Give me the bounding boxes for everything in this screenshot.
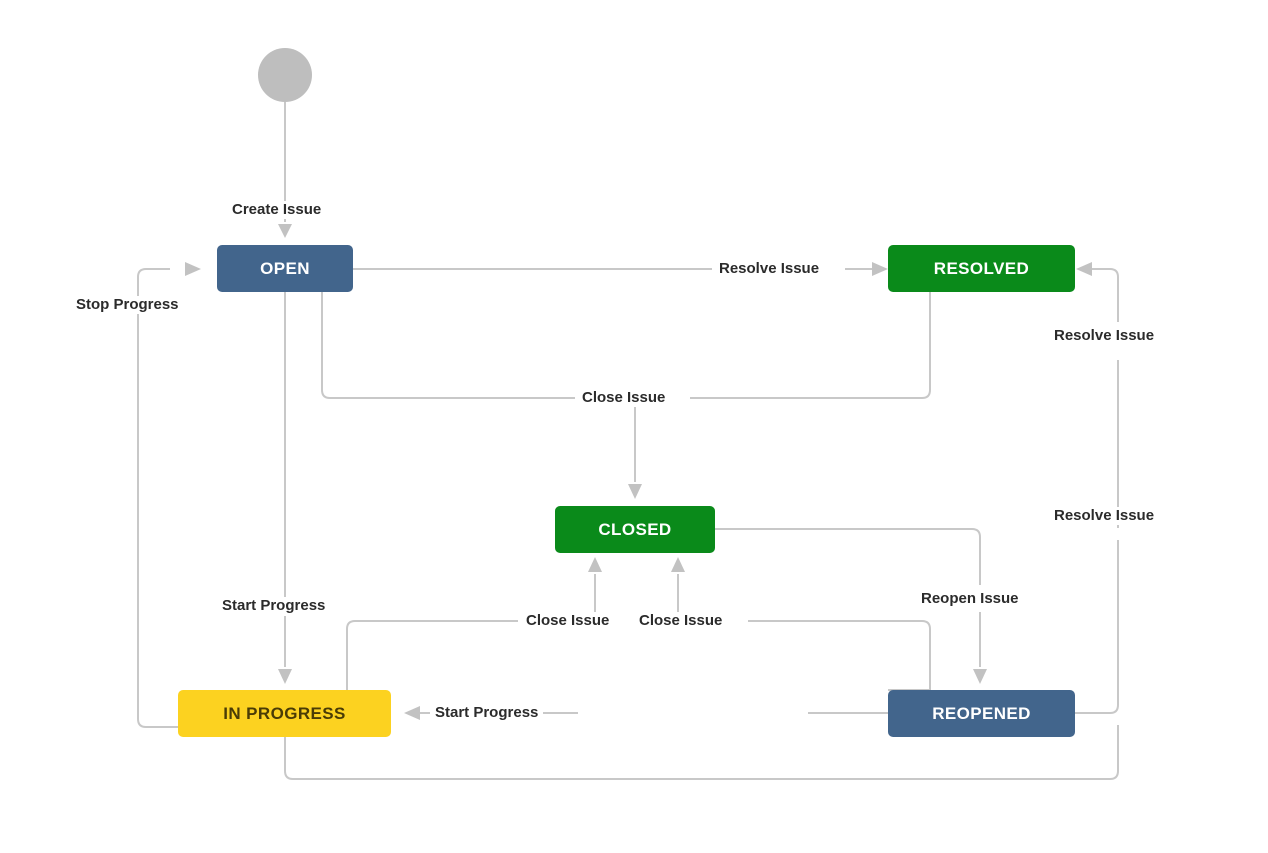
state-node-reopened[interactable]: REOPENED <box>888 690 1075 737</box>
state-node-open[interactable]: OPEN <box>217 245 353 292</box>
state-node-closed[interactable]: CLOSED <box>555 506 715 553</box>
arrowhead-resolve-issue-reopened <box>1076 262 1092 276</box>
arrowhead-start-progress-2 <box>404 706 420 720</box>
edge-resolved-to-closed <box>690 292 931 399</box>
start-node-circle <box>258 48 312 102</box>
state-node-resolved-label: RESOLVED <box>933 258 1030 278</box>
edge-label-start-progress: Start Progress <box>217 597 331 615</box>
arrowhead-start-progress <box>278 669 292 684</box>
edge-label-resolve-issue: Resolve Issue <box>714 260 825 278</box>
edge-stop-progress <box>137 268 178 728</box>
arrowhead-reopen-issue <box>973 669 987 684</box>
edge-closed-to-reopened <box>715 528 981 585</box>
state-node-resolved[interactable]: RESOLVED <box>888 245 1075 292</box>
state-node-open-label: OPEN <box>260 258 310 278</box>
edge-label-close-issue-2: Close Issue <box>521 612 615 630</box>
edge-label-create-issue: Create Issue <box>227 201 327 219</box>
edge-label-close-issue: Close Issue <box>577 389 671 407</box>
arrowhead-close-issue-inprogress <box>588 557 602 572</box>
edge-inprogress-to-closed <box>346 620 518 690</box>
edge-label-resolve-issue-3: Resolve Issue <box>1049 507 1160 525</box>
arrowhead-resolve-issue-open <box>872 262 888 276</box>
edge-reopened-to-closed <box>748 620 931 691</box>
edge-label-stop-progress: Stop Progress <box>71 296 184 314</box>
edge-label-resolve-issue-2: Resolve Issue <box>1049 327 1160 345</box>
arrowhead-close-issue-reopened <box>671 557 685 572</box>
edge-label-start-progress-2: Start Progress <box>430 704 544 722</box>
arrowhead-create-issue <box>278 224 292 238</box>
edge-label-reopen-issue: Reopen Issue <box>916 590 1024 608</box>
edge-label-close-issue-3: Close Issue <box>634 612 728 630</box>
state-node-closed-label: CLOSED <box>598 519 672 539</box>
state-node-in-progress[interactable]: IN PROGRESS <box>178 690 391 737</box>
edge-reopened-to-resolved-upper <box>1092 268 1119 322</box>
arrowhead-stop-progress <box>185 262 201 276</box>
arrowhead-close-issue-into-closed <box>628 484 642 499</box>
edge-reopened-to-resolved-lower <box>1075 540 1119 714</box>
state-node-reopened-label: REOPENED <box>932 703 1031 723</box>
edge-inprogress-to-resolved <box>284 725 1119 780</box>
edge-open-to-closed <box>321 292 575 399</box>
state-node-in-progress-label: IN PROGRESS <box>223 703 346 723</box>
